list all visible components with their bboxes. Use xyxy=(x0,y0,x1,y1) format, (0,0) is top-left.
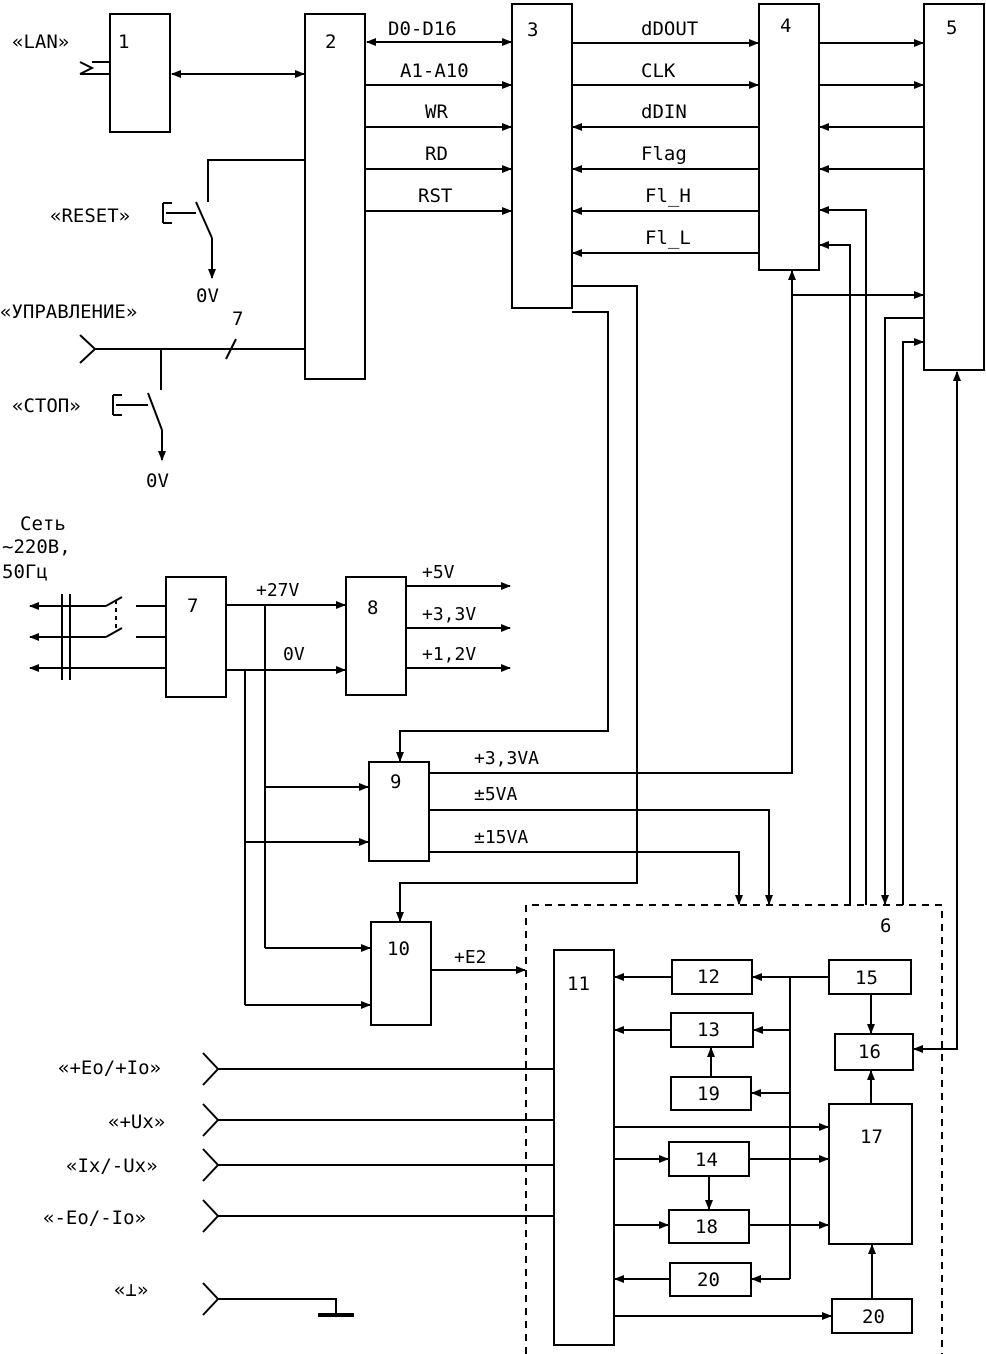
block-20-left: 20 xyxy=(669,1262,752,1297)
label-fl-l: Fl_L xyxy=(645,227,691,249)
block-7: 7 xyxy=(165,576,227,698)
input-eo-io-minus: «-Eo/-Io» xyxy=(43,1199,554,1233)
reset-ground-label: 0V xyxy=(196,285,219,307)
block-12-label: 12 xyxy=(697,966,720,988)
block-15-label: 15 xyxy=(855,967,878,989)
line-15va xyxy=(429,851,743,905)
lan-input: «LAN» xyxy=(12,31,110,75)
block-20-right-label: 20 xyxy=(862,1306,885,1328)
block-2-label: 2 xyxy=(325,31,336,53)
mains-label-1: Сеть xyxy=(20,513,66,535)
block-14: 14 xyxy=(668,1141,750,1177)
block-6-label: 6 xyxy=(880,915,891,937)
label-rst: RST xyxy=(418,185,452,207)
block-6-boundary: 6 xyxy=(525,904,943,1354)
power-distribution xyxy=(244,605,371,1009)
block-1-label: 1 xyxy=(118,31,129,53)
link-5-16 xyxy=(913,371,961,1053)
label-wr: WR xyxy=(425,101,448,123)
block-2: 2 xyxy=(304,13,366,380)
label-rd: RD xyxy=(425,143,448,165)
line-33va xyxy=(429,270,796,774)
label-27v: +27V xyxy=(256,580,300,601)
input-ux-plus: «+Ux» xyxy=(108,1103,554,1137)
block-18: 18 xyxy=(668,1209,750,1244)
label-e2: +E2 xyxy=(454,947,487,968)
block-9: 9 xyxy=(368,761,430,862)
label-33va: +3,3VA xyxy=(474,748,539,769)
stop-ground-label: 0V xyxy=(146,470,169,492)
label-fl-h: Fl_H xyxy=(645,185,691,207)
block-17: 17 xyxy=(828,1103,913,1245)
label-12v: +1,2V xyxy=(422,644,476,665)
reset-switch: «RESET» 0V xyxy=(50,159,305,307)
control-input: «УПРАВЛЕНИЕ» 7 xyxy=(0,301,305,390)
label-flag: Flag xyxy=(641,143,687,165)
stop-switch: «СТОП» 0V xyxy=(12,392,169,492)
block-18-label: 18 xyxy=(695,1216,718,1238)
block-14-label: 14 xyxy=(695,1149,718,1171)
label-15va: ±15VA xyxy=(474,827,528,848)
label-ddout: dDOUT xyxy=(641,18,698,40)
mains-input: Сеть ~220В, 50Гц xyxy=(2,513,166,680)
block-19-label: 19 xyxy=(697,1083,720,1105)
input-ground: «⊥» xyxy=(114,1279,354,1317)
control-3-to-10 xyxy=(396,285,638,922)
block-10: 10 xyxy=(370,921,432,1026)
block-4-label: 4 xyxy=(780,15,791,37)
block-4: 4 xyxy=(758,3,820,271)
line-6-to-4-fll xyxy=(819,241,851,905)
ground-symbol-label: «⊥» xyxy=(114,1279,148,1301)
label-d0-d16: D0-D16 xyxy=(388,18,457,40)
control-label: «УПРАВЛЕНИЕ» xyxy=(0,301,137,323)
ux-plus-label: «+Ux» xyxy=(108,1111,165,1133)
input-ix-ux-minus: «Ix/-Ux» xyxy=(66,1148,554,1182)
mains-label-2: ~220В, xyxy=(2,536,71,558)
block-12: 12 xyxy=(671,959,753,995)
block-20-right: 20 xyxy=(831,1298,913,1334)
block-9-label: 9 xyxy=(390,771,401,793)
block-19: 19 xyxy=(670,1076,752,1111)
label-ddin: dDIN xyxy=(641,101,687,123)
label-5va: ±5VA xyxy=(474,784,518,805)
line-6-to-5 xyxy=(902,338,924,905)
stop-label: «СТОП» xyxy=(12,395,81,417)
block-16: 16 xyxy=(834,1033,914,1071)
block-16-label: 16 xyxy=(858,1041,881,1063)
block-15: 15 xyxy=(828,959,912,995)
block-3: 3 xyxy=(511,3,573,309)
lan-label: «LAN» xyxy=(12,31,69,53)
label-0v: 0V xyxy=(283,644,305,665)
line-6-to-4-flh xyxy=(819,206,867,905)
block-5-label: 5 xyxy=(946,17,957,39)
block-1: 1 xyxy=(109,13,171,133)
label-clk: CLK xyxy=(641,60,676,82)
block-7-label: 7 xyxy=(187,595,198,617)
control-3-to-9 xyxy=(396,311,609,762)
block-20-left-label: 20 xyxy=(697,1269,720,1291)
block-17-label: 17 xyxy=(860,1126,883,1148)
block-10-label: 10 xyxy=(387,938,410,960)
label-5v: +5V xyxy=(422,562,455,583)
block-13: 13 xyxy=(670,1012,754,1048)
line-5-to-6 xyxy=(881,317,924,905)
block-3-label: 3 xyxy=(527,19,538,41)
control-bus-width: 7 xyxy=(232,308,243,330)
input-eo-io-plus: «+Eo/+Io» xyxy=(58,1052,554,1086)
mains-label-3: 50Гц xyxy=(2,561,48,583)
eo-io-minus-label: «-Eo/-Io» xyxy=(43,1207,146,1229)
ix-ux-minus-label: «Ix/-Ux» xyxy=(66,1155,158,1177)
reset-label: «RESET» xyxy=(50,205,130,227)
block-8-label: 8 xyxy=(367,597,378,619)
block-8: 8 xyxy=(345,576,407,696)
block-11-label: 11 xyxy=(567,973,590,995)
block-13-label: 13 xyxy=(697,1019,720,1041)
block-11: 11 xyxy=(553,949,615,1346)
block-5: 5 xyxy=(923,3,985,371)
label-a1-a10: A1-A10 xyxy=(400,60,469,82)
label-33v: +3,3V xyxy=(422,604,476,625)
line-5va xyxy=(429,809,773,905)
eo-io-plus-label: «+Eo/+Io» xyxy=(58,1057,161,1079)
